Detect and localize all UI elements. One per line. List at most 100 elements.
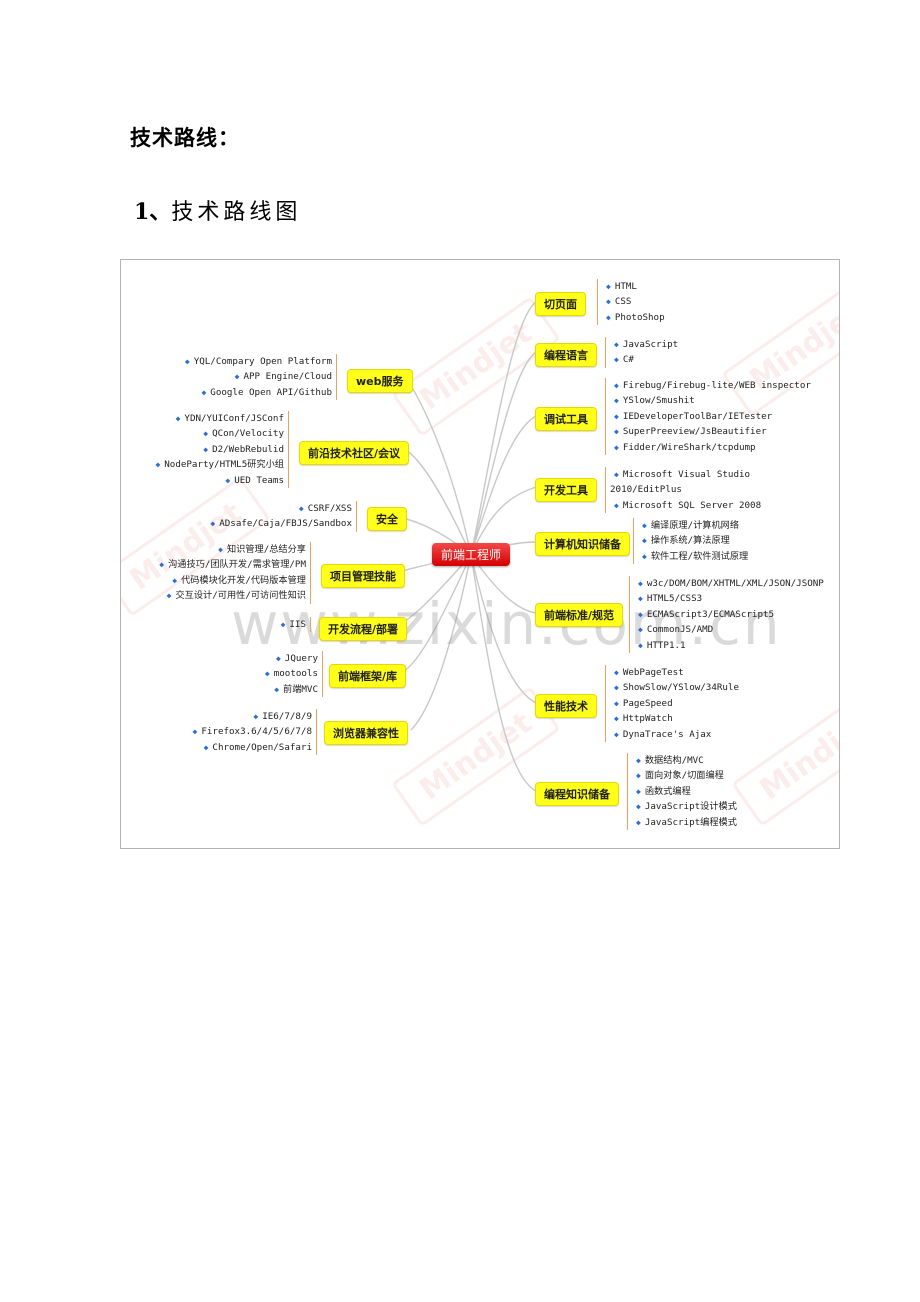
subsection-number: 1、 xyxy=(134,199,172,225)
leaf-item: ◆操作系统/算法原理 xyxy=(642,535,730,547)
leaf-list: ◆JavaScript ◆C# xyxy=(605,337,678,368)
leaf-item: ◆HTTP1.1 xyxy=(638,639,686,651)
leaf-item: ◆编译原理/计算机网络 xyxy=(642,520,740,531)
leaf-item: ◆IEDeveloperToolBar/IETester xyxy=(614,410,773,422)
leaf-item: ◆Microsoft Visual Studio 2010/EditPlus xyxy=(610,469,751,496)
bullet-icon: ◆ xyxy=(184,357,190,366)
leaf-item: ◆NodeParty/HTML5研究小组 xyxy=(155,459,284,471)
bullet-icon: ◆ xyxy=(636,786,641,796)
bullet-icon: ◆ xyxy=(175,414,181,423)
leaf-item: ◆WebPageTest xyxy=(614,667,684,678)
bullet-icon: ◆ xyxy=(614,714,619,724)
leaf-list: ◆Microsoft Visual Studio 2010/EditPlus ◆… xyxy=(605,467,780,514)
leaf-list: ◆IIS xyxy=(277,617,311,633)
leaf-list: ◆YQL/Compary Open Platform ◆APP Engine/C… xyxy=(181,354,337,401)
leaf-item: ◆CommonJS/AMD xyxy=(638,624,714,636)
bullet-icon: ◆ xyxy=(274,684,280,694)
topic-performance: 性能技术 xyxy=(535,694,597,718)
bullet-icon: ◆ xyxy=(192,727,198,737)
topic-project-management: 项目管理技能 xyxy=(321,564,405,588)
leaf-item: ◆沟通技巧/团队开发/需求管理/PM xyxy=(159,559,306,571)
leaf-list: ◆编译原理/计算机网络 ◆操作系统/算法原理 ◆软件工程/软件测试原理 xyxy=(633,518,748,565)
bullet-icon: ◆ xyxy=(642,521,647,530)
bullet-icon: ◆ xyxy=(218,545,223,554)
leaf-item: ◆Chrome/Open/Safari xyxy=(203,741,312,753)
leaf-item: ◆Fidder/WireShark/tcpdump xyxy=(614,441,756,453)
bullet-icon: ◆ xyxy=(203,429,209,439)
center-node: 前端工程师 xyxy=(432,543,511,566)
bullet-icon: ◆ xyxy=(614,668,619,677)
bullet-icon: ◆ xyxy=(225,475,231,485)
leaf-item: ◆Google Open API/Github xyxy=(201,386,332,398)
leaf-item: ◆YQL/Compary Open Platform xyxy=(184,356,332,367)
bullet-icon: ◆ xyxy=(642,551,647,561)
bullet-icon: ◆ xyxy=(638,640,643,650)
bullet-icon: ◆ xyxy=(638,594,643,604)
leaf-item: ◆前端MVC xyxy=(274,683,318,695)
bullet-icon: ◆ xyxy=(203,444,209,454)
bullet-icon: ◆ xyxy=(636,756,641,765)
leaf-item: ◆CSRF/XSS xyxy=(298,503,352,514)
bullet-icon: ◆ xyxy=(280,620,286,629)
bullet-icon: ◆ xyxy=(638,625,643,635)
bullet-icon: ◆ xyxy=(614,427,619,437)
bullet-icon: ◆ xyxy=(264,669,270,679)
leaf-list: ◆HTML ◆CSS ◆PhotoShop xyxy=(597,279,665,326)
bullet-icon: ◆ xyxy=(614,500,619,510)
leaf-list: ◆YDN/YUIConf/JSConf ◆QCon/Velocity ◆D2/W… xyxy=(151,411,289,489)
topic-dev-tools: 开发工具 xyxy=(535,478,597,502)
bullet-icon: ◆ xyxy=(172,575,178,585)
bullet-icon: ◆ xyxy=(614,729,619,739)
topic-dev-process: 开发流程/部署 xyxy=(319,617,408,641)
bullet-icon: ◆ xyxy=(614,442,619,452)
topic-browser-compat: 浏览器兼容性 xyxy=(324,721,408,745)
bullet-icon: ◆ xyxy=(614,396,619,406)
bullet-icon: ◆ xyxy=(614,340,619,349)
leaf-list: ◆w3c/DOM/BOM/XHTML/XML/JSON/JSONP ◆HTML5… xyxy=(629,576,824,654)
bullet-icon: ◆ xyxy=(614,470,619,479)
leaf-item: ◆mootools xyxy=(264,668,318,680)
leaf-list: ◆知识管理/总结分享 ◆沟通技巧/团队开发/需求管理/PM ◆代码模块化开发/代… xyxy=(155,542,311,604)
subsection-heading: 1、技术路线图 xyxy=(134,194,301,226)
leaf-item: ◆JavaScript设计模式 xyxy=(636,801,737,813)
bullet-icon: ◆ xyxy=(155,460,161,470)
bullet-icon: ◆ xyxy=(614,381,619,390)
leaf-item: ◆HTML xyxy=(606,281,637,292)
leaf-item: ◆SuperPreeview/JsBeautifier xyxy=(614,426,767,438)
leaf-item: ◆C# xyxy=(614,354,634,366)
leaf-item: ◆CSS xyxy=(606,296,632,308)
bullet-icon: ◆ xyxy=(234,372,240,382)
leaf-item: ◆Firebug/Firebug-lite/WEB inspector xyxy=(614,380,811,391)
leaf-list: ◆Firebug/Firebug-lite/WEB inspector ◆YSl… xyxy=(605,378,811,456)
topic-debug-tools: 调试工具 xyxy=(535,407,597,431)
bullet-icon: ◆ xyxy=(201,387,207,397)
bullet-icon: ◆ xyxy=(636,802,641,812)
leaf-item: ◆HttpWatch xyxy=(614,713,673,725)
leaf-item: ◆JQuery xyxy=(275,653,318,664)
mindmap-figure: Mindjet Mindjet Mindjet Mindjet Mindjet … xyxy=(120,259,840,849)
bullet-icon: ◆ xyxy=(642,536,647,546)
topic-programming-knowledge: 编程知识储备 xyxy=(535,782,619,806)
bullet-icon: ◆ xyxy=(638,579,643,588)
leaf-list: ◆IE6/7/8/9 ◆Firefox3.6/4/5/6/7/8 ◆Chrome… xyxy=(189,709,317,756)
leaf-item: ◆QCon/Velocity xyxy=(203,428,284,440)
bullet-icon: ◆ xyxy=(606,297,611,307)
topic-languages: 编程语言 xyxy=(535,343,597,367)
leaf-item: ◆w3c/DOM/BOM/XHTML/XML/JSON/JSONP xyxy=(638,578,824,589)
bullet-icon: ◆ xyxy=(275,654,281,663)
leaf-item: ◆IIS xyxy=(280,619,306,630)
bullet-icon: ◆ xyxy=(614,683,619,693)
leaf-item: ◆JavaScript编程模式 xyxy=(636,816,737,828)
leaf-item: ◆JavaScript xyxy=(614,339,679,350)
leaf-item: ◆数据结构/MVC xyxy=(636,755,704,766)
leaf-list: ◆CSRF/XSS ◆ADsafe/Caja/FBJS/Sandbox xyxy=(206,501,357,532)
leaf-item: ◆DynaTrace's Ajax xyxy=(614,728,712,740)
bullet-icon: ◆ xyxy=(166,591,172,601)
leaf-item: ◆函数式编程 xyxy=(636,785,691,797)
bullet-icon: ◆ xyxy=(636,817,641,827)
leaf-item: ◆ADsafe/Caja/FBJS/Sandbox xyxy=(210,518,352,530)
leaf-item: ◆IE6/7/8/9 xyxy=(253,711,312,722)
leaf-item: ◆交互设计/可用性/可访问性知识 xyxy=(166,590,306,602)
topic-cs-knowledge: 计算机知识储备 xyxy=(535,532,630,556)
section-heading: 技术路线： xyxy=(130,126,240,150)
